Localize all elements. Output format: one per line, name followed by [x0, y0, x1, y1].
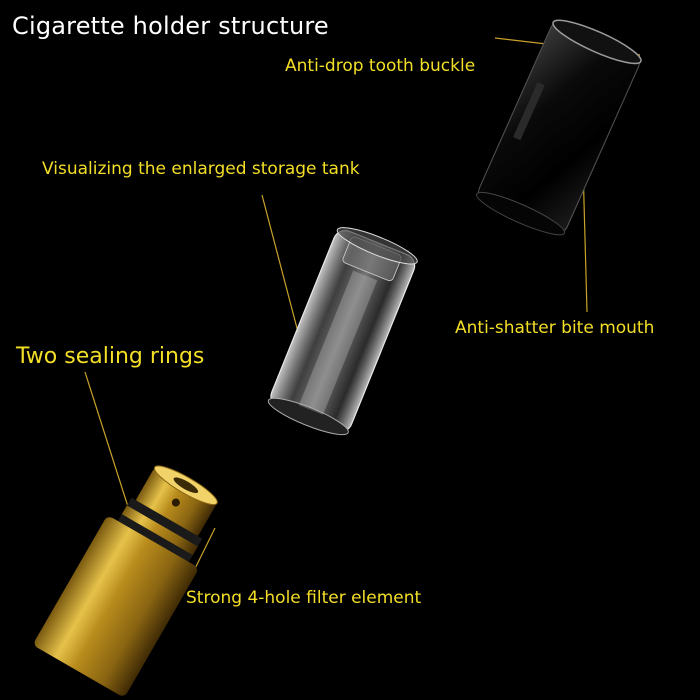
label-filter-element: Strong 4-hole filter element: [186, 588, 422, 608]
glass-storage-tank: [267, 227, 418, 436]
label-bite-mouth: Anti-shatter bite mouth: [455, 318, 655, 338]
leader-line-sealing-rings: [84, 371, 131, 514]
label-anti-drop-tooth-buckle: Anti-drop tooth buckle: [285, 56, 476, 76]
black-mouthpiece: [476, 19, 642, 236]
label-sealing-rings: Two sealing rings: [16, 344, 205, 369]
leader-line-storage-tank: [261, 194, 299, 333]
page-title: Cigarette holder structure: [12, 12, 329, 40]
label-storage-tank: Visualizing the enlarged storage tank: [42, 159, 360, 179]
gold-filter-element: [34, 465, 218, 696]
